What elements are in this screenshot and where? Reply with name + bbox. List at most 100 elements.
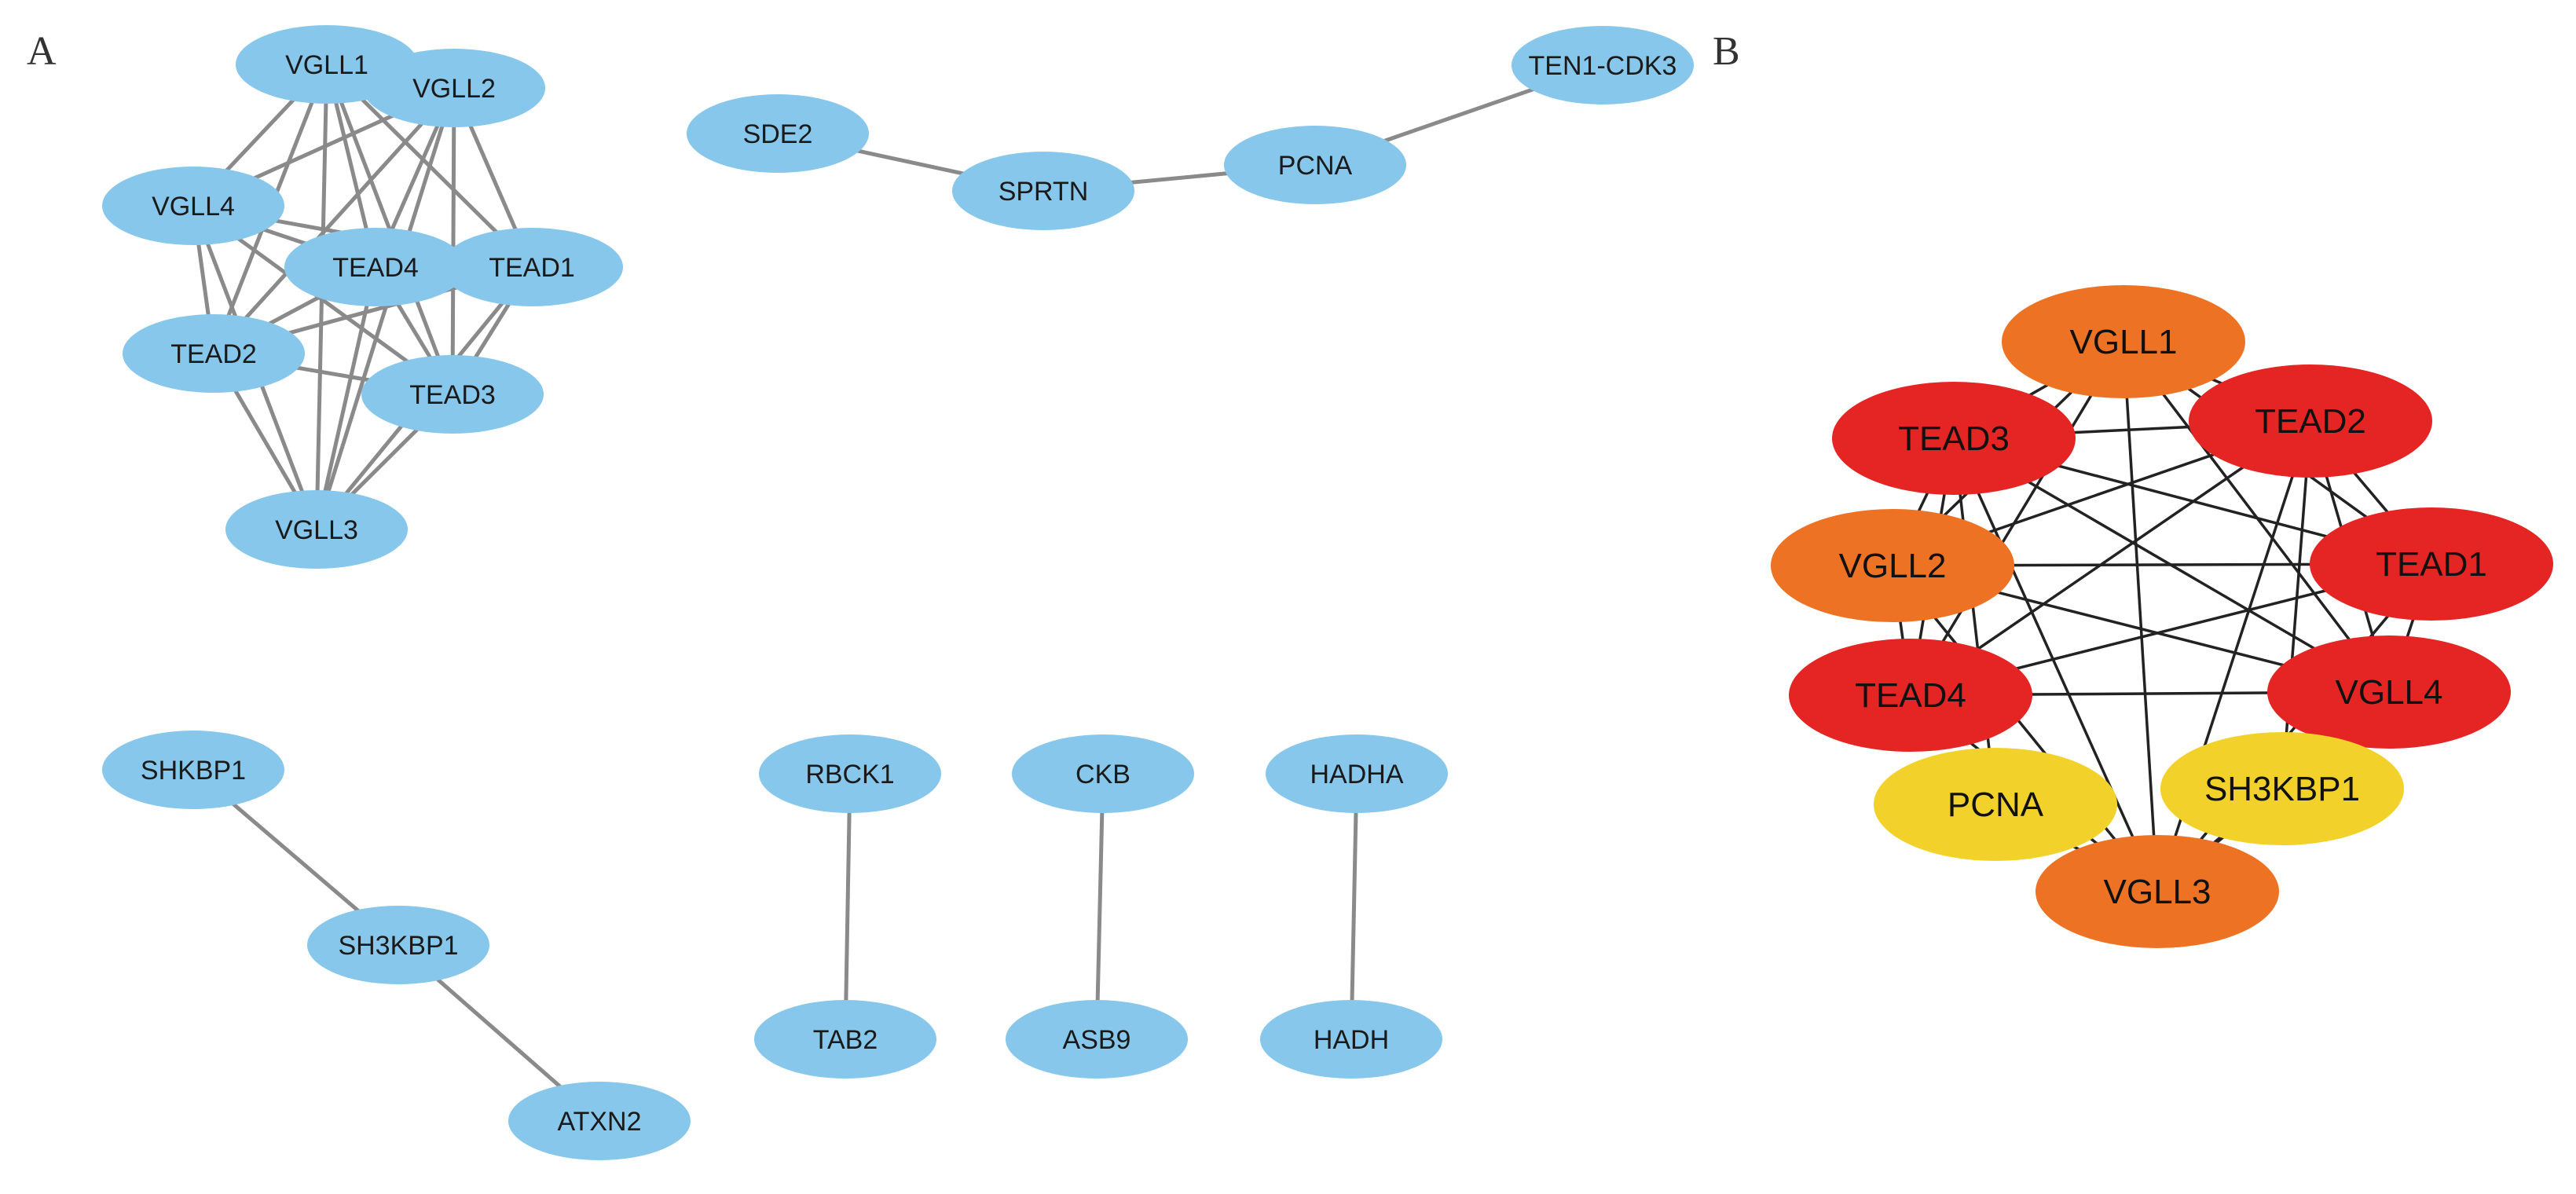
edge-b-tead3-vgll3 <box>1952 438 2159 892</box>
node-a-atxn2: ATXN2 <box>508 1082 691 1160</box>
node-a-label: SHKBP1 <box>141 756 246 786</box>
node-a-sh3kbp1: SH3KBP1 <box>307 906 489 984</box>
node-b-label: PCNA <box>1948 786 2044 824</box>
node-a-label: VGLL2 <box>412 74 496 104</box>
edge-b-tead1-vgll3 <box>2156 562 2433 893</box>
node-a-ckb: CKB <box>1012 734 1194 813</box>
node-a-label: TEAD4 <box>332 253 419 283</box>
node-a-label: ASB9 <box>1063 1025 1131 1055</box>
node-a-label: VGLL3 <box>275 515 358 545</box>
edge-a-vgll2-tead2 <box>212 86 456 355</box>
node-b-ellipse <box>2310 507 2553 621</box>
node-a-tead3: TEAD3 <box>361 355 544 434</box>
node-a-ellipse <box>284 228 467 306</box>
node-a-label: RBCK1 <box>805 760 894 789</box>
edge-b-vgll2-vgll3 <box>1891 564 2159 893</box>
node-a-ellipse <box>687 94 869 173</box>
node-a-ellipse <box>759 734 941 813</box>
node-a-label: HADHA <box>1310 760 1403 789</box>
node-a-label: TEN1-CDK3 <box>1529 51 1677 81</box>
node-a-ellipse <box>363 49 545 127</box>
node-a-label: SPRTN <box>999 177 1089 207</box>
node-b-label: SH3KBP1 <box>2204 770 2360 808</box>
edge-a-ckb-asb9 <box>1094 773 1105 1040</box>
node-a-pcna: PCNA <box>1224 126 1406 204</box>
node-a-sprtn: SPRTN <box>952 152 1134 230</box>
node-a-hadh: HADH <box>1260 1000 1442 1079</box>
node-b-tead2: TEAD2 <box>2189 364 2432 478</box>
node-a-ellipse <box>1266 734 1448 813</box>
node-a-tead4: TEAD4 <box>284 228 467 306</box>
node-b-ellipse <box>1789 639 2032 752</box>
node-a-label: CKB <box>1075 760 1130 789</box>
panel-b-label: B <box>1713 29 1740 74</box>
node-a-ellipse <box>754 1000 936 1079</box>
panel-a-label: A <box>27 29 57 74</box>
node-a-label: VGLL4 <box>152 192 235 222</box>
node-a-tead2: TEAD2 <box>123 314 305 393</box>
node-a-label: SDE2 <box>743 119 813 149</box>
node-b-vgll3: VGLL3 <box>2036 835 2279 948</box>
node-b-vgll1: VGLL1 <box>2002 285 2245 398</box>
node-a-ellipse <box>508 1082 691 1160</box>
node-b-pcna: PCNA <box>1874 748 2117 861</box>
node-a-ellipse <box>361 355 544 434</box>
node-b-label: VGLL4 <box>2336 673 2443 712</box>
edge-a-hadha-hadh <box>1349 773 1359 1040</box>
node-b-label: TEAD1 <box>2376 545 2487 584</box>
edge-a-rbck1-tab2 <box>843 773 852 1040</box>
node-a-ellipse <box>1012 734 1194 813</box>
node-b-label: VGLL3 <box>2104 873 2211 911</box>
node-b-tead3: TEAD3 <box>1832 382 2076 495</box>
node-a-vgll3: VGLL3 <box>225 490 408 569</box>
node-b-sh3kbp1: SH3KBP1 <box>2160 732 2404 845</box>
edge-b-pcna-tead3 <box>1952 438 1997 805</box>
node-a-label: TAB2 <box>813 1025 878 1055</box>
node-b-ellipse <box>2267 635 2511 749</box>
node-a-shkbp1: SHKBP1 <box>102 731 284 809</box>
node-a-vgll4: VGLL4 <box>102 167 284 245</box>
node-b-ellipse <box>2002 285 2245 398</box>
node-a-vgll2: VGLL2 <box>363 49 545 127</box>
node-b-vgll4: VGLL4 <box>2267 635 2511 749</box>
node-b-ellipse <box>2036 835 2279 948</box>
node-b-tead4: TEAD4 <box>1789 639 2032 752</box>
node-a-rbck1: RBCK1 <box>759 734 941 813</box>
node-b-ellipse <box>1832 382 2076 495</box>
node-b-label: TEAD3 <box>1898 419 2010 458</box>
node-b-vgll2: VGLL2 <box>1771 509 2014 622</box>
node-a-label: TEAD2 <box>170 339 257 369</box>
edge-b-sh3kbp1-tead2 <box>2281 420 2312 789</box>
node-a-sde2: SDE2 <box>687 94 869 173</box>
node-b-label: VGLL1 <box>2070 323 2178 361</box>
node-a-ellipse <box>441 228 623 306</box>
node-a-label: VGLL1 <box>285 50 368 80</box>
node-a-label: ATXN2 <box>557 1107 641 1137</box>
node-a-ellipse <box>1224 126 1406 204</box>
node-b-label: VGLL2 <box>1839 547 1947 585</box>
node-a-ellipse <box>102 167 284 245</box>
node-a-ellipse <box>225 490 408 569</box>
node-a-ellipse <box>102 731 284 809</box>
edge-a-vgll2-tead3 <box>450 87 456 395</box>
node-b-label: TEAD2 <box>2255 402 2366 441</box>
node-a-label: PCNA <box>1278 151 1353 181</box>
node-a-label: HADH <box>1314 1025 1389 1055</box>
edge-b-vgll1-vgll3 <box>2122 341 2159 892</box>
node-b-tead1: TEAD1 <box>2310 507 2553 621</box>
node-b-ellipse <box>2189 364 2432 478</box>
node-a-tead1: TEAD1 <box>441 228 623 306</box>
node-a-tab2: TAB2 <box>754 1000 936 1079</box>
node-a-label: SH3KBP1 <box>338 931 458 961</box>
node-a-ellipse <box>123 314 305 393</box>
node-a-label: TEAD1 <box>489 253 575 283</box>
node-b-ellipse <box>1771 509 2014 622</box>
node-a-ellipse <box>1512 26 1694 104</box>
node-a-ellipse <box>952 152 1134 230</box>
node-a-ellipse <box>1260 1000 1442 1079</box>
node-b-ellipse <box>1874 748 2117 861</box>
edge-b-vgll1-tead4 <box>1909 341 2125 696</box>
